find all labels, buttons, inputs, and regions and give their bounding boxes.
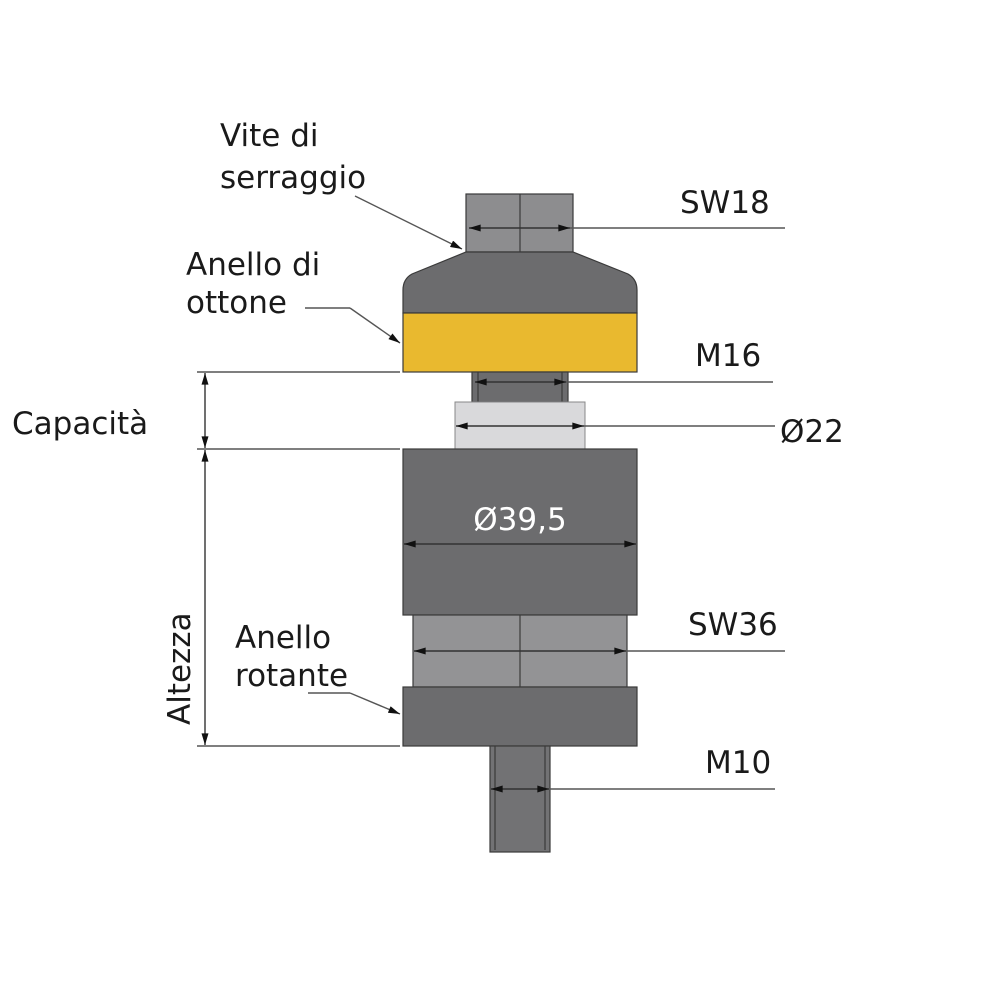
m10-thread: [489, 745, 551, 853]
m16-label: M16: [695, 338, 761, 374]
main-body: [402, 448, 638, 616]
rotating-ring-leader: [349, 692, 401, 715]
d22-label: Ø22: [780, 414, 844, 450]
rotating-ring: [402, 686, 638, 747]
brass-ring-label-1: Anello di: [186, 247, 320, 283]
sw36-label: SW36: [688, 607, 778, 643]
d39-label: Ø39,5: [473, 502, 566, 538]
top-hex-screw: [465, 193, 574, 253]
clamping-screw-label-1: Vite di: [220, 118, 319, 154]
m16-thread: [471, 371, 569, 403]
brass-ring-label-2: ottone: [186, 285, 287, 321]
clamping-screw-leader: [354, 195, 463, 250]
cone-cap: [402, 251, 638, 314]
sw18-label: SW18: [680, 185, 770, 221]
m10-label: M10: [705, 745, 771, 781]
height-label: Altezza: [162, 612, 198, 725]
clamping-screw-label-2: serraggio: [220, 160, 366, 196]
rotating-ring-label-2: rotante: [235, 658, 348, 694]
capacity-label: Capacità: [12, 406, 148, 442]
brass-ring-leader: [349, 307, 401, 344]
brass-ring: [402, 312, 638, 373]
rotating-ring-label-1: Anello: [235, 620, 331, 656]
